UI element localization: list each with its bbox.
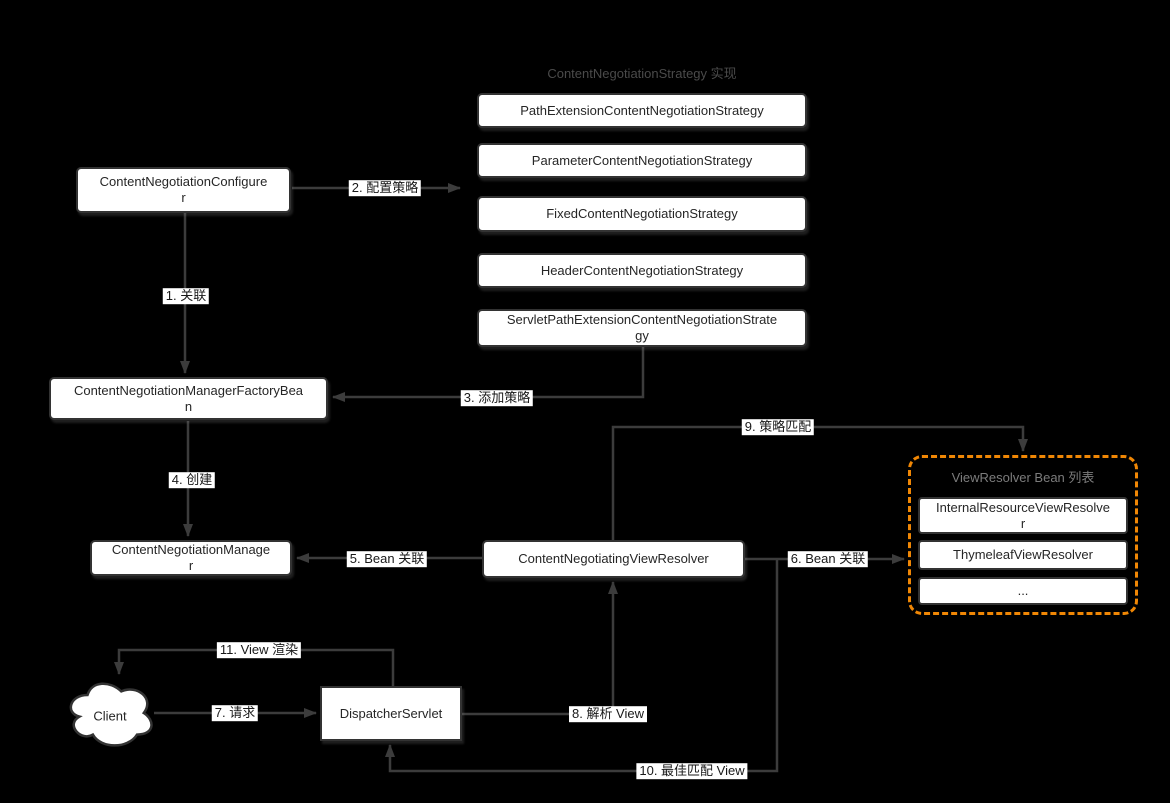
node-header-strategy: HeaderContentNegotiationStrategy bbox=[477, 253, 807, 288]
edge-3-label: 3. 添加策略 bbox=[460, 390, 534, 406]
edge-10-line bbox=[385, 559, 779, 773]
node-fixed-strategy: FixedContentNegotiationStrategy bbox=[477, 196, 807, 232]
edge-2-label: 2. 配置策略 bbox=[348, 180, 422, 196]
edge-10-label: 10. 最佳匹配 View bbox=[636, 763, 748, 779]
edge-11-label: 11. View 渲染 bbox=[216, 642, 302, 658]
edge-8-label: 8. 解析 View bbox=[568, 706, 648, 722]
node-content-negotiation-configurer: ContentNegotiationConfigure r bbox=[76, 167, 291, 213]
edge-9-line bbox=[611, 425, 1028, 540]
node-more-resolvers: ... bbox=[918, 577, 1128, 605]
node-content-negotiation-manager-factory-bean: ContentNegotiationManagerFactoryBea n bbox=[49, 377, 328, 420]
client-label: Client bbox=[93, 708, 127, 724]
edge-6-label: 6. Bean 关联 bbox=[787, 551, 869, 567]
node-path-extension-strategy: PathExtensionContentNegotiationStrategy bbox=[477, 93, 807, 128]
edge-3-line bbox=[332, 347, 645, 402]
edge-4-label: 4. 创建 bbox=[168, 472, 216, 488]
viewresolver-group-title: ViewResolver Bean 列表 bbox=[951, 470, 1095, 485]
node-content-negotiating-view-resolver: ContentNegotiatingViewResolver bbox=[482, 540, 745, 578]
node-thymeleaf-view-resolver: ThymeleafViewResolver bbox=[918, 540, 1128, 570]
node-servlet-path-extension-strategy: ServletPathExtensionContentNegotiationSt… bbox=[477, 309, 807, 347]
edge-7-label: 7. 请求 bbox=[211, 705, 259, 721]
edge-5-label: 5. Bean 关联 bbox=[346, 551, 428, 567]
viewresolver-bean-list-group: ViewResolver Bean 列表 InternalResourceVie… bbox=[908, 455, 1138, 615]
node-parameter-strategy: ParameterContentNegotiationStrategy bbox=[477, 143, 807, 178]
edge-1-label: 1. 关联 bbox=[162, 288, 210, 304]
node-internal-resource-view-resolver: InternalResourceViewResolve r bbox=[918, 497, 1128, 534]
edge-8-line bbox=[462, 581, 618, 716]
client-cloud-shape bbox=[69, 682, 153, 747]
strategy-group-title: ContentNegotiationStrategy 实现 bbox=[547, 66, 737, 81]
node-client: Client bbox=[63, 674, 157, 752]
node-content-negotiation-manager: ContentNegotiationManage r bbox=[90, 540, 292, 576]
edge-9-label: 9. 策略匹配 bbox=[741, 419, 815, 435]
node-dispatcher-servlet: DispatcherServlet bbox=[320, 686, 462, 741]
